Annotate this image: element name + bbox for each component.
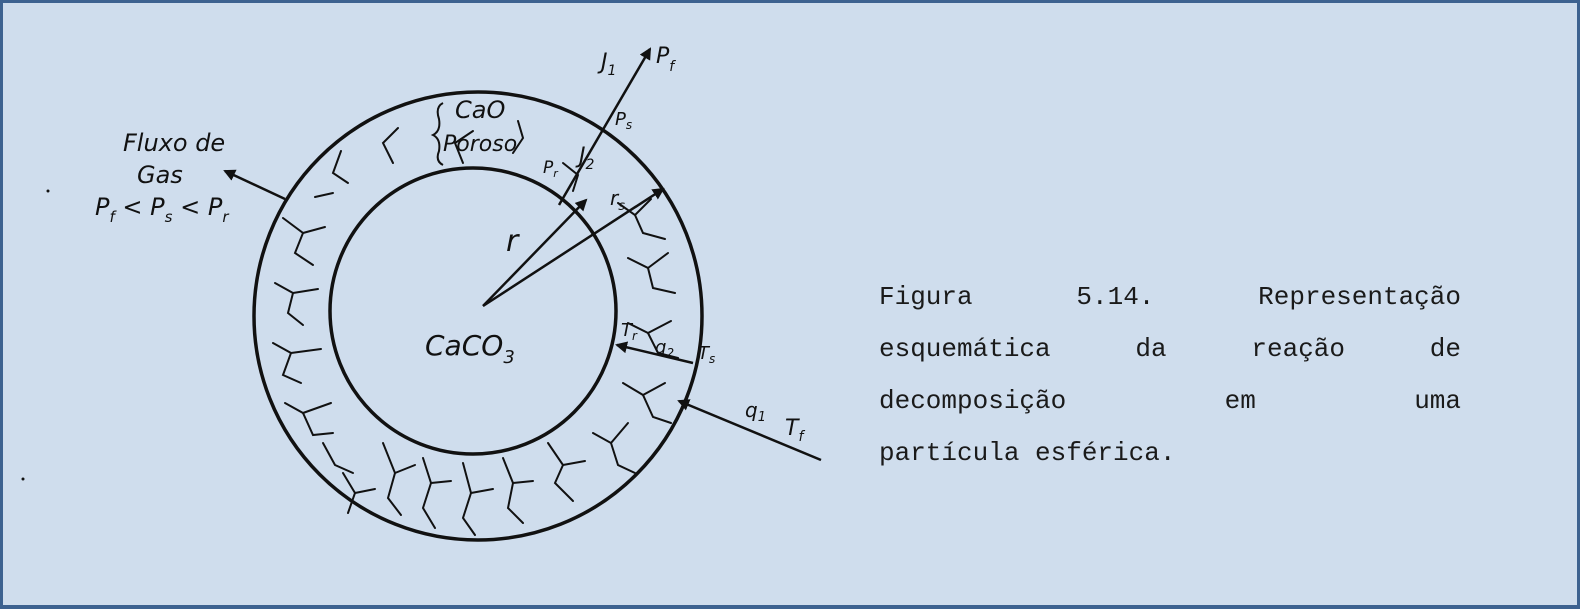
label-cao: CaO [455,96,505,124]
particle-diagram: CaO Poroso CaCO3 r rs J1 Pf Ps Pr J2 [21,44,822,542]
label-q2: q2 [655,337,674,360]
label-Ts: Ts [698,343,715,366]
label-gas-flow-1: Fluxo de [123,129,225,157]
label-gas-flow-2: Gas [137,161,183,189]
porous-cracks [272,120,679,536]
radius-rs-arrow [482,187,665,308]
caption-line-3: decomposição em uma [879,386,1461,416]
gas-flow-arrow [223,169,286,201]
flux-J-arrow [557,47,652,206]
label-pressure-inequality: Pf < Ps < Pr [95,193,229,228]
label-Ps-top: Ps [615,109,632,132]
label-Pf-top: Pf [656,44,676,75]
caption-line-2: esquemática da reação de [879,334,1461,364]
caption-line-4: partícula esférica. [879,438,1176,468]
radius-r-arrow [482,198,588,307]
label-Pr-top: Pr [543,158,559,180]
label-r: r [506,224,520,259]
label-poroso: Poroso [443,132,517,157]
label-Tr: Tr [621,320,638,343]
label-J2: J2 [575,144,595,173]
figure-caption: Figura 5.14. Representação esquemática d… [879,271,1461,479]
caption-line-1: Figura 5.14. Representação [879,282,1461,312]
label-Tf: Tf [785,416,805,445]
label-rs: rs [610,186,625,214]
label-core: CaCO3 [425,329,515,368]
cao-brace [430,102,444,166]
outer-particle-circle [252,90,704,542]
heat-q1-arrow [677,399,822,462]
inner-core-circle [328,166,618,456]
heat-q2-arrow [615,341,694,365]
label-J1: J1 [597,50,616,79]
label-q1: q1 [745,398,766,425]
